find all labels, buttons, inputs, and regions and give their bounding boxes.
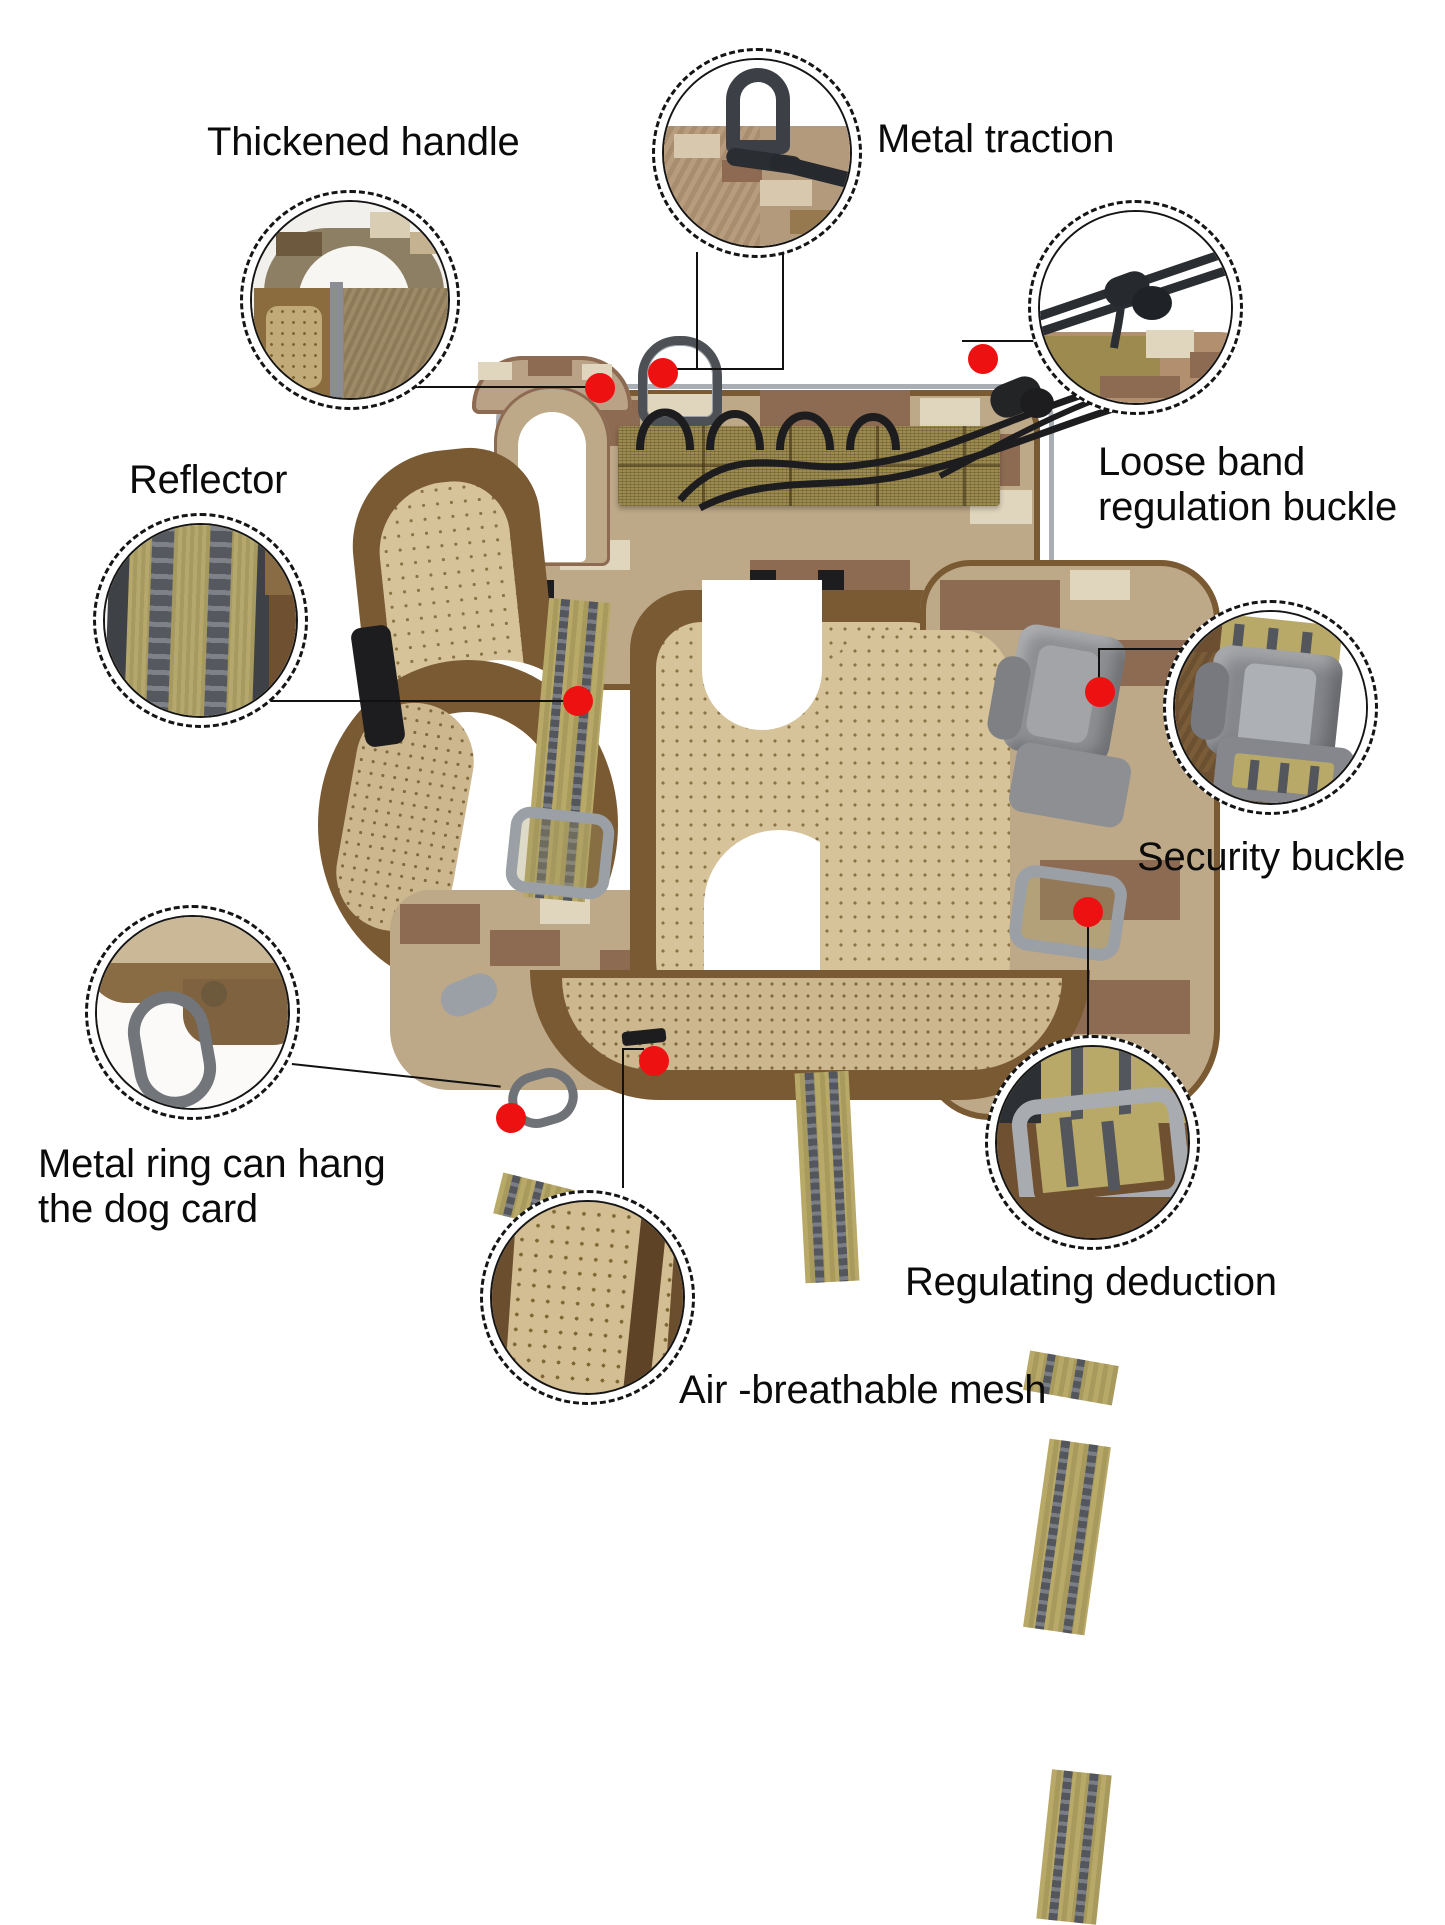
bungee-cord-lines <box>677 382 1118 512</box>
leader-metal-traction-v <box>696 252 698 370</box>
leader-reflector-h <box>268 700 576 702</box>
product-image-dog-harness <box>300 330 1220 1925</box>
label-reflector: Reflector <box>129 458 288 502</box>
hotspot-thickened-handle[interactable] <box>585 373 615 403</box>
hotspot-security-buckle[interactable] <box>1085 677 1115 707</box>
callout-bubble-air-mesh <box>480 1190 695 1405</box>
callout-bubble-loose-band <box>1028 200 1243 415</box>
callout-bubble-security-buckle <box>1163 600 1378 815</box>
hotspot-metal-traction[interactable] <box>648 358 678 388</box>
label-loose-band-regulation-buckle: Loose band regulation buckle <box>1098 440 1398 529</box>
leader-loose-band-h <box>962 340 1072 342</box>
right-slider-adjuster <box>1006 862 1130 964</box>
leader-security-buckle-h <box>1098 648 1184 650</box>
hotspot-loose-band[interactable] <box>968 344 998 374</box>
leader-metal-traction-h <box>656 368 784 370</box>
hotspot-reflector[interactable] <box>563 686 593 716</box>
label-regulating-deduction: Regulating deduction <box>905 1260 1277 1304</box>
hotspot-regulating-deduction[interactable] <box>1073 897 1103 927</box>
leader-thickened-handle-h1 <box>404 386 588 388</box>
label-metal-ring-dog-card: Metal ring can hang the dog card <box>38 1142 386 1231</box>
hotspot-air-mesh[interactable] <box>639 1046 669 1076</box>
label-metal-traction: Metal traction <box>877 117 1115 161</box>
hotspot-metal-ring[interactable] <box>496 1103 526 1133</box>
callout-bubble-metal-ring <box>85 905 300 1120</box>
leader-regulating-deduction-v <box>1087 905 1089 1055</box>
left-slider-adjuster <box>503 804 617 902</box>
callout-bubble-regulating-deduction <box>985 1035 1200 1250</box>
leader-metal-traction-v2 <box>782 252 784 370</box>
leader-mesh-h1 <box>622 1048 644 1050</box>
right-long-webbing <box>1023 1438 1111 1636</box>
infographic-canvas: Thickened handle Metal traction Loose ba… <box>38 48 1406 1925</box>
label-air-breathable-mesh: Air -breathable mesh <box>679 1368 1047 1412</box>
center-reflective-strap <box>794 1070 860 1284</box>
cord-loops <box>636 408 900 451</box>
leader-security-buckle-v <box>1098 648 1100 692</box>
leader-mesh-v1 <box>622 1048 624 1188</box>
callout-bubble-metal-traction <box>652 48 862 258</box>
center-panel-notch <box>702 580 822 730</box>
callout-bubble-reflector <box>93 513 308 728</box>
right-strap-tail <box>1036 1769 1112 1925</box>
bottom-girth-mesh <box>562 978 1062 1070</box>
label-thickened-handle: Thickened handle <box>207 120 520 164</box>
label-security-buckle: Security buckle <box>1137 835 1406 879</box>
callout-bubble-thickened-handle <box>240 190 460 410</box>
